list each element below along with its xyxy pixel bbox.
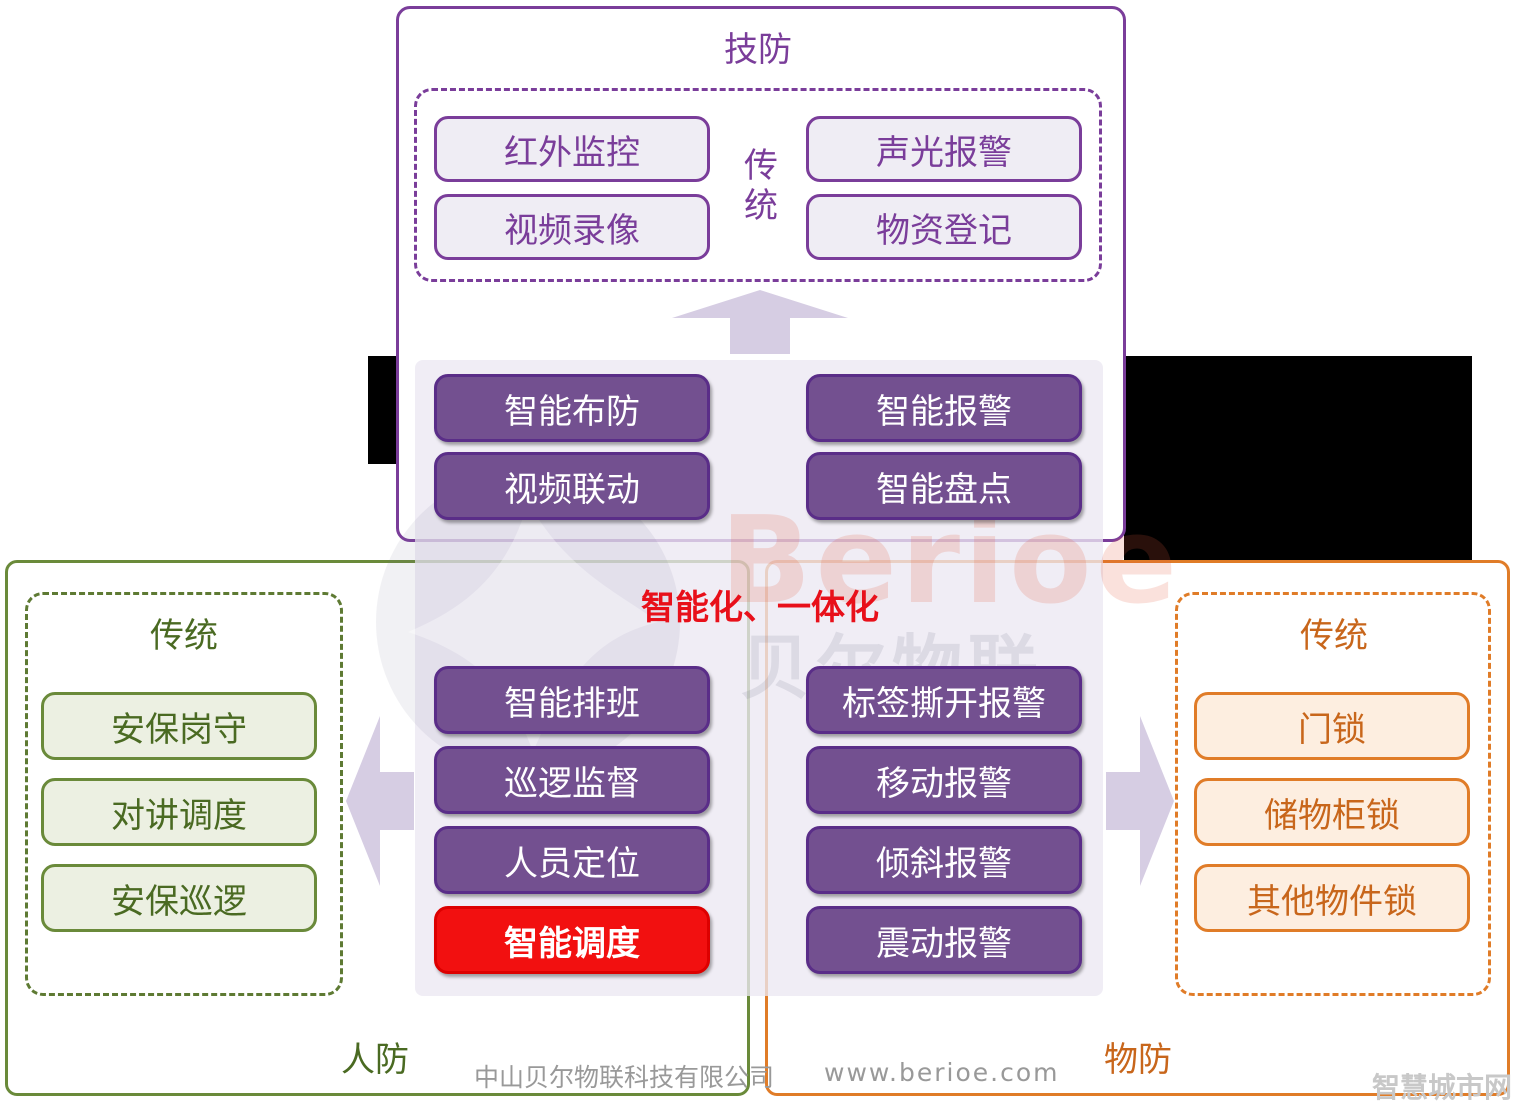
tech-traditional-item[interactable]: 红外监控 bbox=[434, 116, 710, 182]
object-traditional-group bbox=[1175, 592, 1491, 996]
people-traditional-label: 传统 bbox=[150, 616, 218, 656]
center-title: 智能化、一体化 bbox=[641, 588, 879, 628]
object-smart-item[interactable]: 移动报警 bbox=[806, 746, 1082, 814]
tech-traditional-item[interactable]: 声光报警 bbox=[806, 116, 1082, 182]
object-traditional-item[interactable]: 储物柜锁 bbox=[1194, 778, 1470, 846]
people-traditional-item[interactable]: 安保岗守 bbox=[41, 692, 317, 760]
people-traditional-item[interactable]: 安保巡逻 bbox=[41, 864, 317, 932]
object-traditional-item[interactable]: 门锁 bbox=[1194, 692, 1470, 760]
right-arrow-icon bbox=[1106, 716, 1174, 886]
tech-traditional-item[interactable]: 视频录像 bbox=[434, 194, 710, 260]
corner-watermark: 智慧城市网 bbox=[1372, 1071, 1513, 1104]
people-smart-item[interactable]: 人员定位 bbox=[434, 826, 710, 894]
people-traditional-group bbox=[25, 592, 343, 996]
footer-url: www.berioe.com bbox=[824, 1058, 1060, 1087]
up-arrow-icon bbox=[672, 290, 848, 354]
tech-traditional-label: 传统 bbox=[744, 146, 778, 226]
tech-smart-item[interactable]: 智能布防 bbox=[434, 374, 710, 442]
people-smart-item[interactable]: 智能排班 bbox=[434, 666, 710, 734]
left-arrow-icon bbox=[346, 716, 414, 886]
tech-smart-item[interactable]: 智能盘点 bbox=[806, 452, 1082, 520]
backdrop-left bbox=[368, 356, 398, 464]
tech-smart-item[interactable]: 智能报警 bbox=[806, 374, 1082, 442]
tech-smart-item[interactable]: 视频联动 bbox=[434, 452, 710, 520]
people-smart-item-highlight[interactable]: 智能调度 bbox=[434, 906, 710, 974]
backdrop-right bbox=[1124, 356, 1472, 560]
tech-title: 技防 bbox=[724, 30, 792, 70]
object-smart-item[interactable]: 倾斜报警 bbox=[806, 826, 1082, 894]
people-traditional-item[interactable]: 对讲调度 bbox=[41, 778, 317, 846]
people-smart-item[interactable]: 巡逻监督 bbox=[434, 746, 710, 814]
object-title: 物防 bbox=[1104, 1040, 1172, 1080]
object-traditional-item[interactable]: 其他物件锁 bbox=[1194, 864, 1470, 932]
object-smart-item[interactable]: 标签撕开报警 bbox=[806, 666, 1082, 734]
footer-company: 中山贝尔物联科技有限公司 bbox=[474, 1063, 775, 1092]
people-title: 人防 bbox=[341, 1040, 409, 1080]
object-traditional-label: 传统 bbox=[1300, 616, 1368, 656]
tech-traditional-item[interactable]: 物资登记 bbox=[806, 194, 1082, 260]
tech-traditional-group bbox=[414, 88, 1102, 282]
object-smart-item[interactable]: 震动报警 bbox=[806, 906, 1082, 974]
